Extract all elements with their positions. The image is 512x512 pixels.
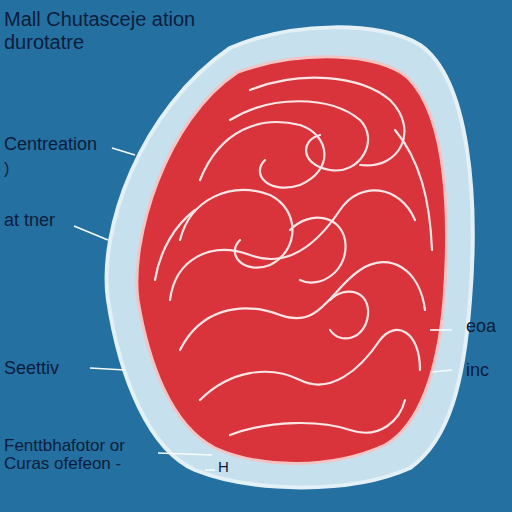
part-label: inc	[466, 360, 489, 381]
part-label: Fenttbhafotor or	[4, 436, 125, 456]
part-label: Curas ofefeon -	[4, 454, 121, 474]
outer-membrane	[107, 27, 473, 487]
part-label: eoa	[466, 316, 496, 337]
inner-tissue	[137, 57, 447, 464]
part-label: )	[4, 160, 9, 178]
part-label: at tner	[4, 210, 55, 231]
part-label: Seettiv	[4, 358, 59, 379]
leader-lines	[74, 148, 452, 470]
part-label: H	[218, 458, 229, 475]
diagram-title: Mall Chutasceje ation durotatre	[4, 8, 232, 54]
part-label: Centreation	[4, 134, 97, 155]
tissue-fibres	[155, 78, 432, 435]
